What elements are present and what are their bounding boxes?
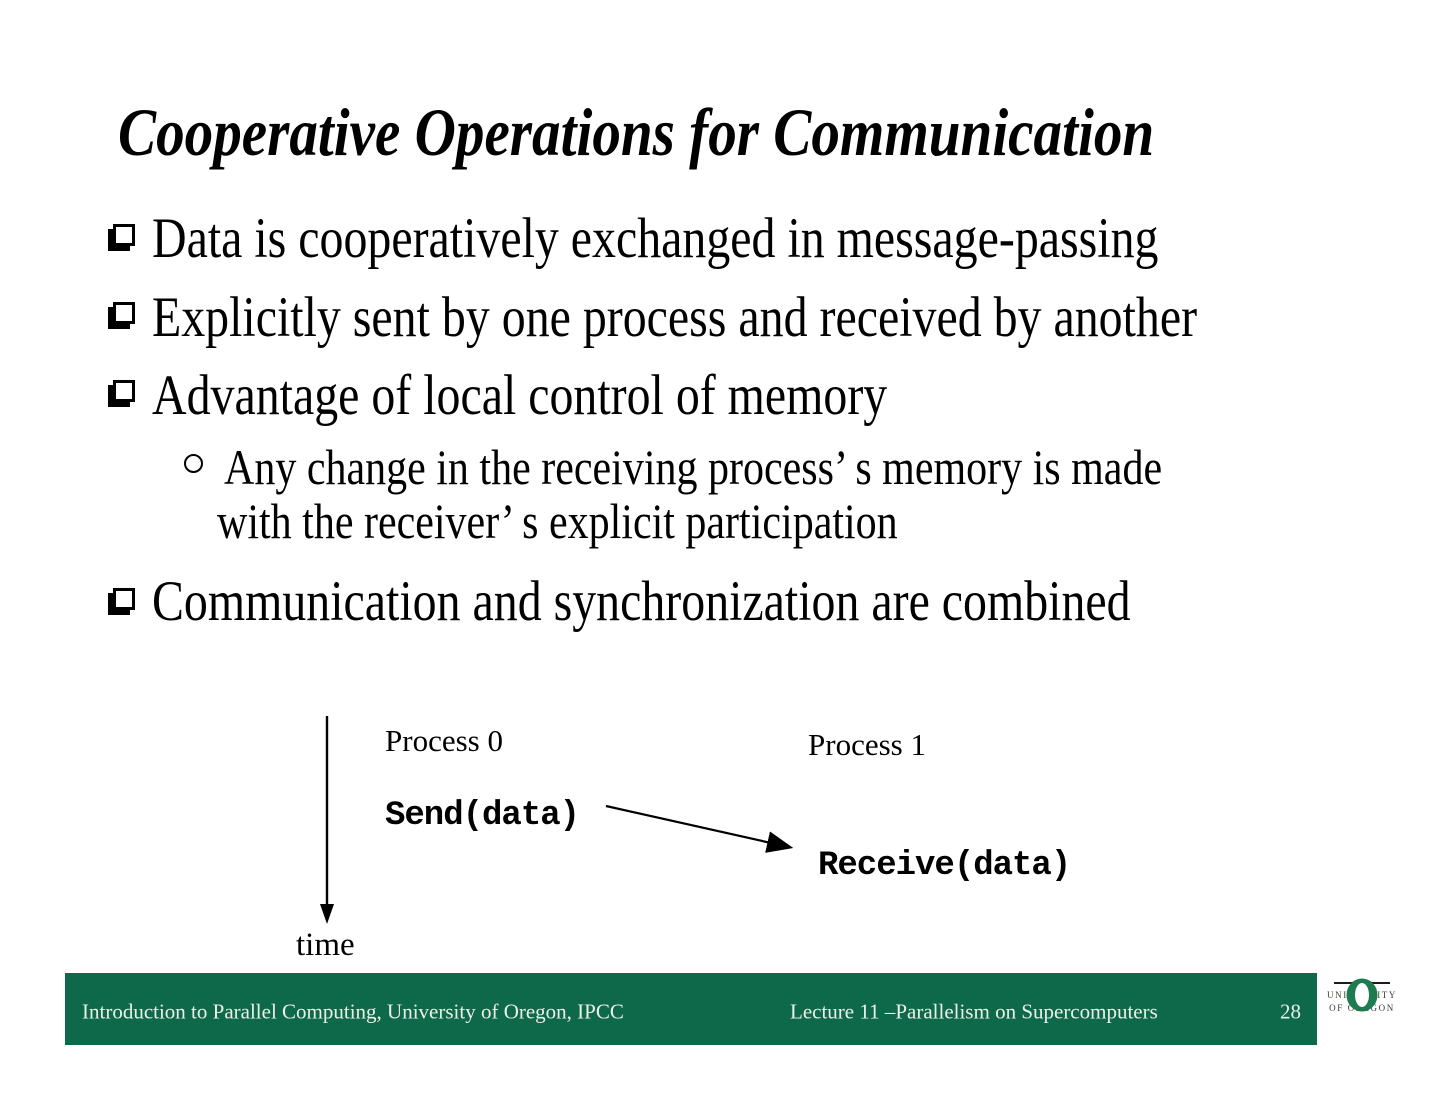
bullet-label: Advantage of local control of memory <box>152 364 888 427</box>
bullet-label: Communication and synchronization are co… <box>152 570 1131 633</box>
circle-bullet-icon <box>184 454 203 473</box>
time-arrow-icon <box>320 716 334 924</box>
uo-logo: UNIVERSITY OF OREGON <box>1327 978 1395 1013</box>
sub-bullet-label: Any change in the receiving process’ s m… <box>224 439 1163 495</box>
slide-title: Cooperative Operations for Communication <box>118 94 1155 170</box>
footer-page-number: 28 <box>1280 999 1301 1024</box>
square-bullet-icon <box>113 380 135 402</box>
bullet-label: Explicitly sent by one process and recei… <box>152 286 1198 349</box>
square-bullet-icon <box>113 302 135 324</box>
footer-bar: Introduction to Parallel Computing, Univ… <box>65 973 1317 1045</box>
bullet-label: Data is cooperatively exchanged in messa… <box>152 207 1159 270</box>
footer-lecture: Lecture 11 –Parallelism on Supercomputer… <box>790 999 1158 1024</box>
receive-call-label: Receive(data) <box>818 847 1071 885</box>
sub-bullet-label: with the receiver’ s explicit participat… <box>217 493 898 549</box>
square-bullet-icon <box>113 224 135 246</box>
process-1-label: Process 1 <box>808 727 926 762</box>
footer-course: Introduction to Parallel Computing, Univ… <box>82 999 624 1024</box>
send-call-label: Send(data) <box>385 797 580 835</box>
process-0-label: Process 0 <box>385 723 503 758</box>
square-bullet-icon <box>113 588 135 610</box>
time-label: time <box>296 927 355 963</box>
message-arrow-icon <box>605 804 794 853</box>
uo-logo-o-icon <box>1346 978 1378 1012</box>
